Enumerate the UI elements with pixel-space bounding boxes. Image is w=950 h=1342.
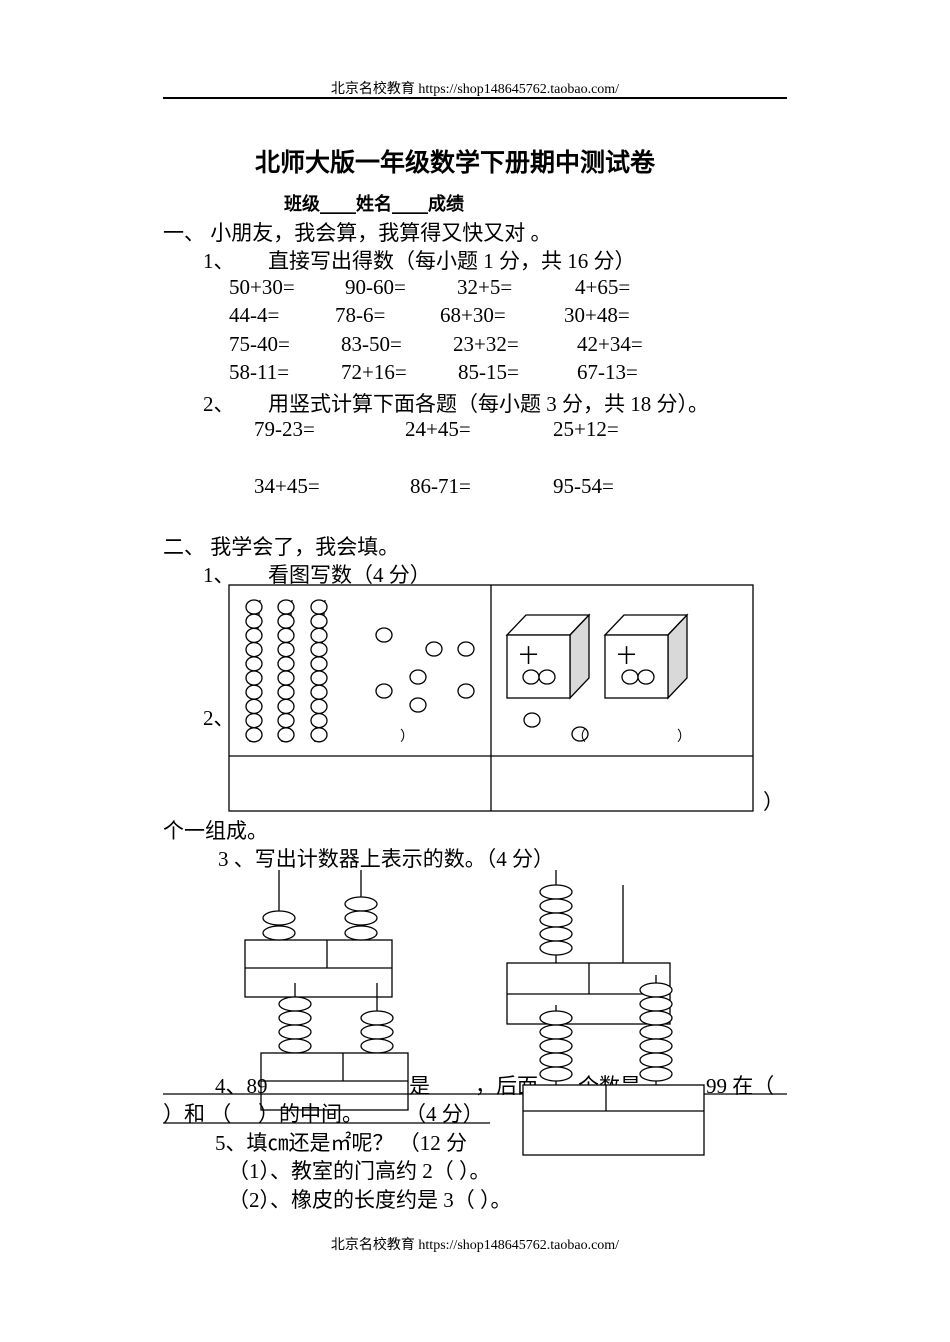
ten-cube <box>603 613 689 700</box>
bead <box>245 684 263 700</box>
s2-q4-mid: 是 <box>409 1074 430 1098</box>
s2-q5: 5、填㎝还是㎡呢？ （12 分 <box>215 1131 467 1155</box>
bead <box>277 670 295 686</box>
bead <box>277 641 295 658</box>
bead <box>245 712 263 729</box>
vertical-calc-item: 24+45= <box>405 417 471 441</box>
vertical-calc-item: 95-54= <box>553 474 614 498</box>
bead <box>310 727 328 743</box>
arith-item: 30+48= <box>564 303 630 327</box>
page-header: 北京名校教育 https://shop148645762.taobao.com/ <box>330 82 620 97</box>
bead <box>310 599 328 615</box>
bead-stick-group <box>245 599 328 743</box>
arith-item: 44-4= <box>229 303 280 327</box>
page-footer: 北京名校教育 https://shop148645762.taobao.com/ <box>330 1238 620 1253</box>
bead <box>277 627 295 644</box>
section-2-heading: 二、 我学会了，我会填。 <box>163 535 400 559</box>
arith-item: 90-60= <box>345 275 406 299</box>
q1-instruction: 直接写出得数（每小题 1 分，共 16 分） <box>268 249 636 273</box>
arith-item: 68+30= <box>440 303 506 327</box>
abacus-1 <box>244 870 393 998</box>
s2-q4-frag: 个数是 <box>578 1074 641 1098</box>
bead <box>277 727 295 743</box>
bead <box>277 712 295 729</box>
loose-beads <box>375 627 475 713</box>
s2-q5-1: （1）、教室的门高约 2（ ）。 <box>228 1159 491 1183</box>
arith-item: 23+32= <box>453 332 519 356</box>
paren-close: ） <box>400 730 414 745</box>
arith-item: 67-13= <box>577 360 638 384</box>
bead <box>245 627 263 644</box>
arith-item: 50+30= <box>229 275 295 299</box>
s2-q4-end: 99 在（ <box>706 1074 775 1098</box>
q2-tail: 个一组成。 <box>163 819 268 843</box>
bead <box>277 684 295 700</box>
s2-q4-score: （4 分） <box>405 1102 484 1126</box>
loose-beads <box>523 712 589 742</box>
arith-item: 72+16= <box>341 360 407 384</box>
s2-q1-instruction: 看图写数（4 分） <box>268 563 431 587</box>
s2-q1-label: 1、 <box>203 563 235 587</box>
arith-item: 4+65= <box>575 275 631 299</box>
ten-cube <box>505 613 591 700</box>
bead <box>310 684 328 700</box>
s2-q4-line2b: ）的中间。 <box>258 1102 363 1126</box>
bead <box>245 698 263 715</box>
vertical-calc-item: 79-23= <box>254 417 315 441</box>
picture-table <box>228 584 754 812</box>
abacus-4 <box>539 975 673 1085</box>
paren-open: （ <box>572 730 586 745</box>
bead <box>245 656 263 672</box>
q2-instruction: 用竖式计算下面各题（每小题 3 分，共 18 分）。 <box>268 392 709 416</box>
arith-item: 83-50= <box>341 332 402 356</box>
bead <box>310 641 328 658</box>
vertical-calc-item: 86-71= <box>410 474 471 498</box>
s2-q4-after: ，后面 <box>475 1074 538 1098</box>
bead <box>245 670 263 686</box>
bead <box>245 727 263 743</box>
arith-item: 42+34= <box>577 332 643 356</box>
s2-q4-line2a: ）和 （ <box>163 1102 232 1126</box>
paren-close: ） <box>677 730 691 745</box>
q2-label: 2、 <box>203 392 235 416</box>
arith-item: 58-11= <box>229 360 290 384</box>
vertical-calc-item: 34+45= <box>254 474 320 498</box>
arith-item: 32+5= <box>457 275 513 299</box>
paren-close: ） <box>763 790 784 814</box>
s2-q5-2: （2）、橡皮的长度约是 3（ ）。 <box>228 1188 512 1212</box>
bead <box>310 613 328 629</box>
bead <box>245 599 263 615</box>
bead <box>310 656 328 672</box>
section-1-heading: 一、 小朋友，我会算，我算得又快又对 。 <box>163 221 552 245</box>
cube-ten-label: 十 <box>617 646 637 667</box>
arith-item: 85-15= <box>458 360 519 384</box>
bead <box>310 712 328 729</box>
cube-ten-label: 十 <box>519 646 539 667</box>
bead <box>310 698 328 715</box>
bead <box>277 656 295 672</box>
vertical-calc-item: 25+12= <box>553 417 619 441</box>
bead <box>245 641 263 658</box>
s2-q3: 3 、写出计数器上表示的数。（4 分） <box>218 847 554 871</box>
arith-item: 78-6= <box>335 303 386 327</box>
header-rule <box>163 97 787 99</box>
student-info-line: 班级____姓名____成绩 <box>284 194 464 215</box>
bead <box>310 627 328 644</box>
bead <box>310 670 328 686</box>
q1-label: 1、 <box>203 249 235 273</box>
bead <box>277 613 295 629</box>
s2-q4-start: 4、89 <box>215 1074 268 1098</box>
bead <box>277 698 295 715</box>
bead <box>245 613 263 629</box>
arith-item: 75-40= <box>229 332 290 356</box>
abacus-2 <box>260 983 409 1111</box>
bead <box>277 599 295 615</box>
page-title: 北师大版一年级数学下册期中测试卷 <box>254 148 655 177</box>
